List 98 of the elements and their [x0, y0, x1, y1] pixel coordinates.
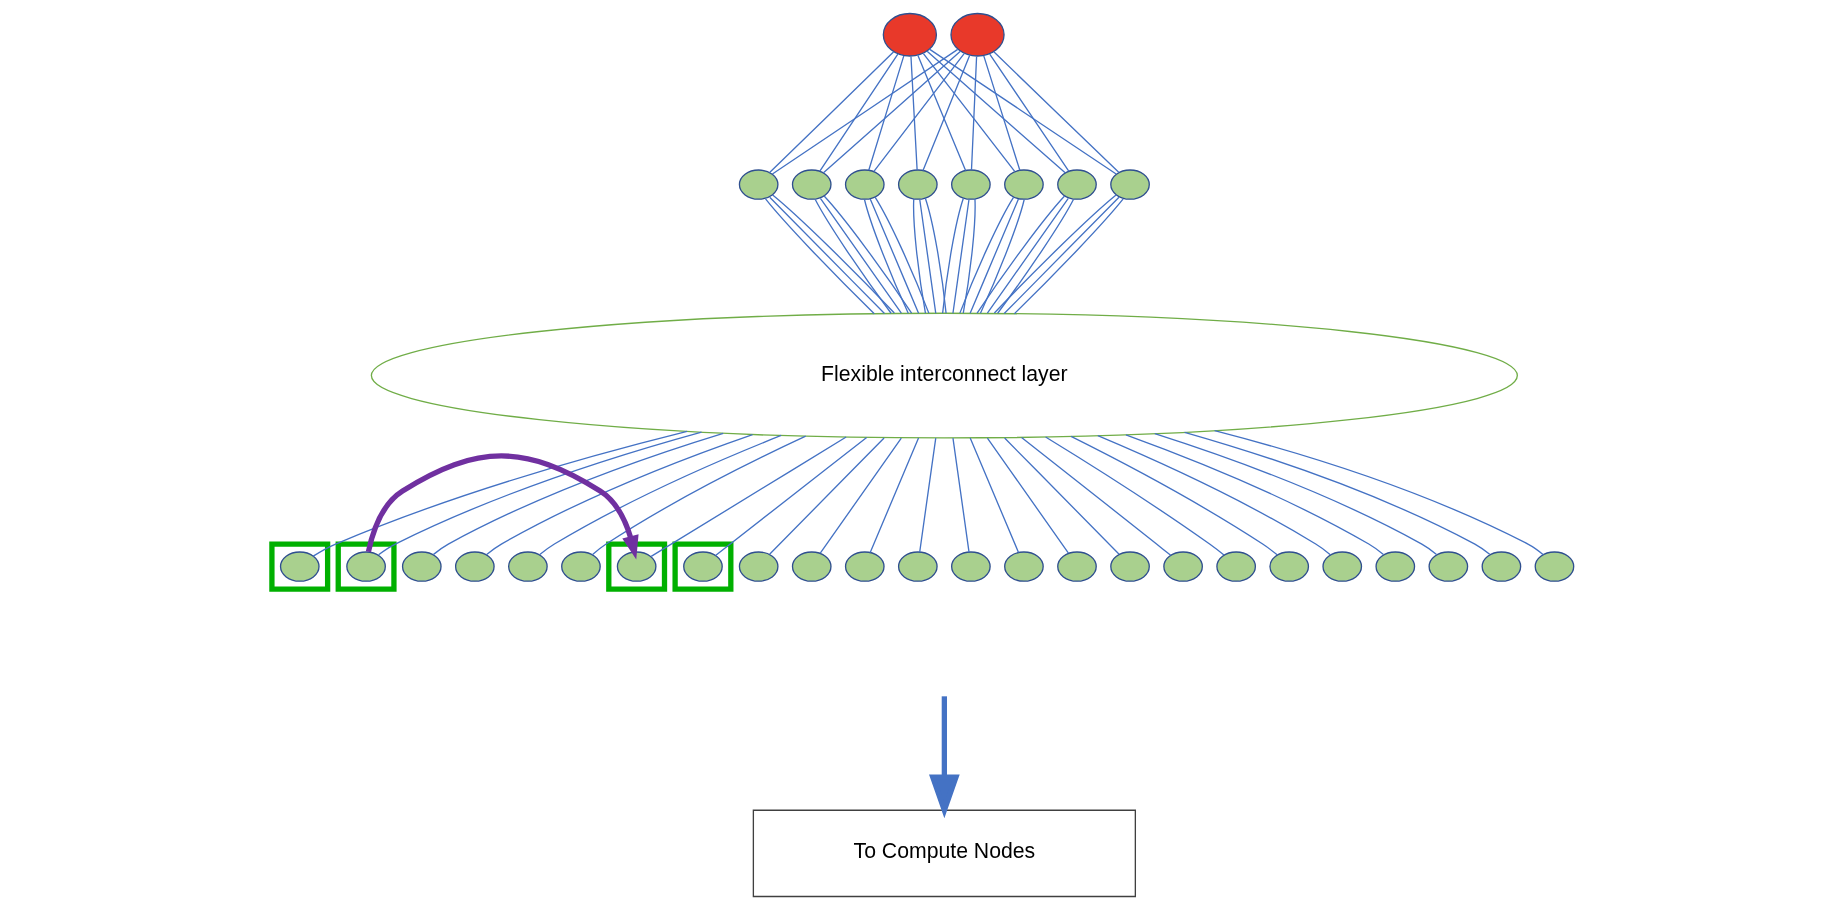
arrow	[929, 696, 960, 819]
node-circle	[1428, 551, 1469, 582]
connector	[997, 198, 1075, 314]
connector	[969, 198, 1020, 314]
node-circle	[951, 551, 991, 582]
connector	[952, 198, 970, 314]
connector	[976, 195, 1066, 314]
node-circle	[346, 551, 386, 582]
node-box: To Compute Nodes	[752, 809, 1136, 898]
connector	[377, 431, 703, 556]
connector	[539, 434, 782, 556]
node-circle	[616, 551, 657, 582]
connector	[874, 196, 930, 314]
node-circle	[844, 551, 885, 582]
connector	[868, 55, 905, 171]
cluster	[606, 541, 668, 592]
connector	[919, 437, 937, 553]
connector	[928, 48, 1117, 175]
connector	[1020, 436, 1172, 556]
connector	[1184, 431, 1491, 555]
node-circle	[1110, 551, 1150, 582]
connector	[714, 436, 868, 557]
connector	[986, 437, 1070, 554]
arrow	[365, 453, 639, 560]
node-circle	[897, 169, 938, 200]
connector	[919, 198, 937, 314]
connector	[1003, 437, 1120, 555]
connector	[959, 196, 1015, 314]
node-circle	[1216, 551, 1257, 582]
connector	[926, 50, 1066, 174]
connector	[432, 432, 724, 556]
connector	[1125, 434, 1385, 556]
node-circle	[791, 169, 832, 200]
connector	[970, 55, 978, 171]
node-circle	[897, 551, 938, 582]
node-circle	[1322, 551, 1363, 582]
node-circle	[951, 169, 991, 200]
connector	[869, 437, 920, 554]
connector	[771, 48, 959, 175]
node-circle	[1481, 551, 1522, 582]
node-circle	[1534, 551, 1575, 582]
node-circle	[683, 551, 723, 582]
node-circle	[1269, 551, 1310, 582]
node-circle	[561, 551, 601, 582]
connector	[591, 435, 807, 556]
connector	[962, 198, 976, 314]
node-circle	[279, 551, 320, 582]
connector	[1044, 436, 1225, 556]
connector	[986, 197, 1069, 314]
connector	[650, 436, 847, 558]
connector	[969, 437, 1020, 554]
node-circle	[1110, 169, 1150, 200]
connector	[979, 198, 1025, 314]
connector	[942, 197, 965, 314]
connector	[768, 437, 885, 555]
node-circle	[454, 551, 495, 582]
cluster	[335, 541, 397, 592]
connector	[1070, 435, 1278, 556]
node-circle	[791, 551, 832, 582]
connector	[873, 52, 965, 173]
connector	[912, 198, 927, 314]
node-ellipse: Flexible interconnect layer	[370, 312, 1518, 439]
node-circle	[950, 12, 1005, 57]
connector	[822, 50, 962, 174]
connector	[819, 53, 899, 172]
cluster	[672, 541, 734, 592]
connector	[983, 55, 1021, 171]
node-circle	[844, 169, 885, 200]
node-circle	[1004, 169, 1044, 200]
connector	[924, 197, 947, 314]
node-circle	[508, 551, 548, 582]
connector	[486, 433, 754, 556]
connector	[1213, 429, 1544, 556]
connector	[814, 198, 892, 314]
connector	[922, 52, 1016, 173]
connector	[819, 437, 902, 554]
connector	[863, 198, 909, 314]
connector	[312, 430, 688, 557]
connector	[952, 437, 970, 553]
connector	[869, 198, 920, 314]
node-circle	[401, 551, 442, 582]
connector	[769, 51, 895, 174]
connector	[910, 55, 918, 171]
cluster	[269, 541, 331, 592]
node-circle	[1375, 551, 1416, 582]
node-circle	[1163, 551, 1203, 582]
connector	[1154, 433, 1438, 556]
node-circle	[882, 12, 938, 57]
node-circle	[738, 169, 779, 200]
node-circle	[738, 551, 779, 582]
connector	[1097, 435, 1331, 556]
connector	[819, 197, 902, 314]
node-circle	[1057, 169, 1097, 200]
node-circle	[1057, 551, 1097, 582]
connector	[993, 51, 1120, 174]
connector	[823, 195, 913, 314]
node-circle	[1004, 551, 1044, 582]
connector	[989, 53, 1070, 172]
